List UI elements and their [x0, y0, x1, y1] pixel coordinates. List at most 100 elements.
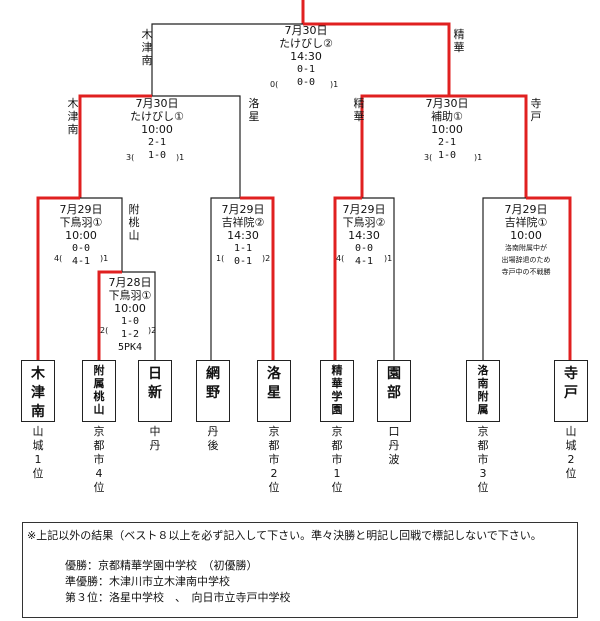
qf2-right-branch: [240, 196, 275, 360]
qf1-right-label: 附桃山: [128, 203, 140, 242]
qf3-info: 7月29日 下鳥羽② 14:30 0-0 4-1: [331, 203, 397, 268]
result-champion: 優勝：京都精華学園中学校 （初優勝）: [65, 559, 258, 572]
r1-left-total: 2(: [100, 326, 109, 335]
qf2-score1: 1-1: [233, 243, 253, 254]
qf3-time: 14:30: [348, 229, 380, 242]
team-sub-amino: 丹後: [207, 425, 219, 452]
team-name: 洛南附属: [477, 364, 489, 416]
qf4-time: 10:00: [510, 229, 542, 242]
qf4-note-1: 洛南附属中が: [505, 244, 547, 252]
final-date: 7月30日: [284, 24, 328, 37]
semi-left-left-branch: [78, 94, 152, 198]
final-score1: 0-1: [296, 64, 316, 75]
semi-left-info: 7月30日 たけびし① 10:00 2-1 1-0: [110, 97, 204, 162]
qf4-note-3: 寺戸中の不戦勝: [501, 268, 551, 276]
semi-right-venue: 補助①: [431, 110, 463, 123]
semi-right-info: 7月30日 補助① 10:00 2-1 1-0: [400, 97, 494, 162]
semi-left-venue: たけびし①: [130, 110, 184, 123]
qf1-left-branch: [36, 196, 80, 360]
final-venue: たけびし②: [279, 37, 333, 50]
qf2-date: 7月29日: [221, 203, 265, 216]
team-name: 網野: [206, 366, 220, 401]
qf3-score1: 0-0: [354, 243, 374, 254]
qf3-score2: 4-1: [354, 256, 374, 267]
r1-venue: 下鳥羽①: [108, 289, 152, 302]
qf4-note-2: 出場辞退のため: [501, 256, 551, 264]
final-info: 7月30日 たけびし② 14:30 0-1 0-0: [258, 24, 354, 89]
team-box-kizuminami: 木津南: [21, 360, 55, 422]
final-right-label: 精華: [453, 28, 465, 54]
qf1-date: 7月29日: [59, 203, 103, 216]
semi-left-date: 7月30日: [135, 97, 179, 110]
final-score2: 0-0: [296, 77, 316, 88]
semi-right-left-label: 精華: [353, 97, 365, 123]
semi-left-right-label: 洛星: [248, 97, 260, 123]
qf1-time: 10:00: [65, 229, 97, 242]
final-left-branch: [151, 23, 303, 96]
qf1-info: 7月29日 下鳥羽① 10:00 0-0 4-1: [46, 203, 116, 268]
results-header: ※上記以外の結果（ベスト８以上を必ず記入して下さい。準々決勝と明記し回戦で標記し…: [27, 529, 542, 542]
qf2-score2: 0-1: [233, 256, 253, 267]
team-name: 洛星: [267, 366, 281, 401]
team-name: 附属桃山: [93, 364, 105, 416]
qf3-venue: 下鳥羽②: [342, 216, 386, 229]
semi-right-left-branch: [360, 94, 449, 198]
qf4-venue: 吉祥院①: [504, 216, 548, 229]
r1-pk: 5PK4: [117, 342, 143, 353]
team-box-sonobe: 園部: [377, 360, 411, 422]
final-time: 14:30: [290, 50, 322, 63]
qf1-left-total: 4(: [54, 254, 63, 263]
semi-right-score2: 1-0: [437, 150, 457, 161]
qf1-score2: 4-1: [71, 256, 91, 267]
qf2-right-total: )2: [262, 254, 271, 263]
team-name: 精華学園: [331, 364, 343, 416]
semi-left-left-total: 3(: [126, 153, 135, 162]
results-box: ※上記以外の結果（ベスト８以上を必ず記入して下さい。準々決勝と明記し回戦で標記し…: [22, 522, 578, 618]
r1-right-branch: [122, 271, 156, 360]
qf2-venue: 吉祥院②: [221, 216, 265, 229]
final-right-branch: [303, 22, 451, 96]
team-box-nisshin: 日新: [138, 360, 172, 422]
qf2-time: 14:30: [227, 229, 259, 242]
team-name: 日新: [148, 366, 162, 401]
team-name: 園部: [387, 366, 401, 401]
team-box-fuzoku-momoyama: 附属桃山: [82, 360, 116, 422]
team-box-rakusei: 洛星: [257, 360, 291, 422]
r1-info: 7月28日 下鳥羽① 10:00 1-0 1-2 5PK4: [99, 276, 161, 354]
qf1-right-branch: [80, 197, 123, 272]
qf2-left-branch: [210, 197, 240, 360]
qf1-venue: 下鳥羽①: [59, 216, 103, 229]
semi-right-date: 7月30日: [425, 97, 469, 110]
semi-right-right-total: )1: [474, 153, 483, 162]
team-sub-sonobe: 口丹波: [388, 425, 400, 466]
r1-time: 10:00: [114, 302, 146, 315]
semi-left-right-branch: [152, 95, 241, 198]
result-third: 第３位：洛星中学校 、 向日市立寺戸中学校: [65, 591, 291, 604]
team-box-seika: 精華学園: [320, 360, 354, 422]
qf1-right-total: )1: [100, 254, 109, 263]
team-name: 寺戸: [564, 366, 578, 401]
semi-left-score2: 1-0: [147, 150, 167, 161]
qf4-right-branch: [526, 196, 572, 360]
qf3-left-total: 4(: [336, 254, 345, 263]
semi-left-score1: 2-1: [147, 137, 167, 148]
qf4-date: 7月29日: [504, 203, 548, 216]
final-right-total: )1: [330, 80, 339, 89]
result-runner-up: 準優勝：木津川市立木津南中学校: [65, 575, 230, 588]
semi-left-time: 10:00: [141, 123, 173, 136]
qf1-score1: 0-0: [71, 243, 91, 254]
semi-left-right-total: )1: [176, 153, 185, 162]
final-left-label: 木津南: [141, 28, 153, 67]
final-left-total: 0(: [270, 80, 279, 89]
team-box-amino: 網野: [196, 360, 230, 422]
r1-right-total: )2: [148, 326, 157, 335]
semi-right-right-label: 寺戸: [530, 97, 542, 123]
team-name: 木津南: [31, 366, 45, 420]
qf3-left-branch: [333, 196, 362, 360]
qf3-right-total: )1: [384, 254, 393, 263]
